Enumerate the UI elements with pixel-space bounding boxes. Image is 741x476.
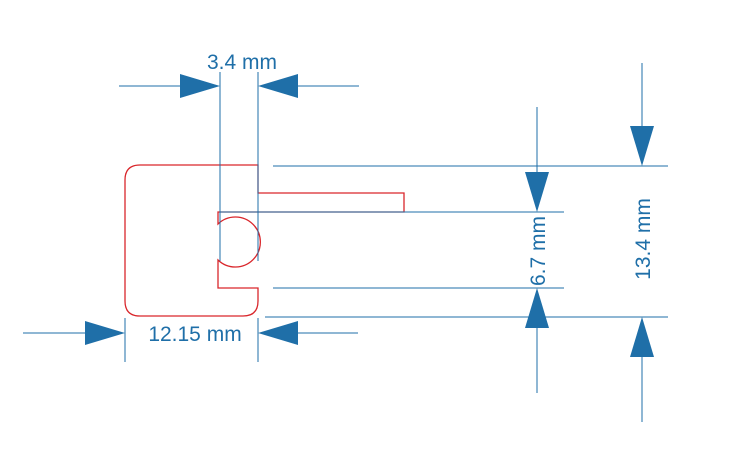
part-profile [124,164,405,317]
dimension-overall-width: 12.15 mm [23,321,358,346]
overall-height-arrow-bottom [630,317,654,357]
overall-width-label: 12.15 mm [148,323,241,346]
part-outline [124,164,405,317]
dimension-slot-height: 6.7 mm [525,107,550,393]
overall-width-arrow-right [258,321,298,345]
slot-width-label: 3.4 mm [207,51,277,74]
overall-height-arrow-top [630,126,654,166]
slot-height-arrow-bottom [525,288,549,328]
overall-height-label: 13.4 mm [632,198,655,280]
dimension-overall-height: 13.4 mm [630,63,655,422]
extension-lines [124,72,668,362]
slot-width-arrow-right [258,74,298,98]
dimension-slot-width: 3.4 mm [119,51,359,98]
slot-height-arrow-top [525,172,549,212]
slot-height-label: 6.7 mm [527,216,550,286]
overall-width-arrow-left [85,321,125,345]
slot-width-arrow-left [180,74,220,98]
